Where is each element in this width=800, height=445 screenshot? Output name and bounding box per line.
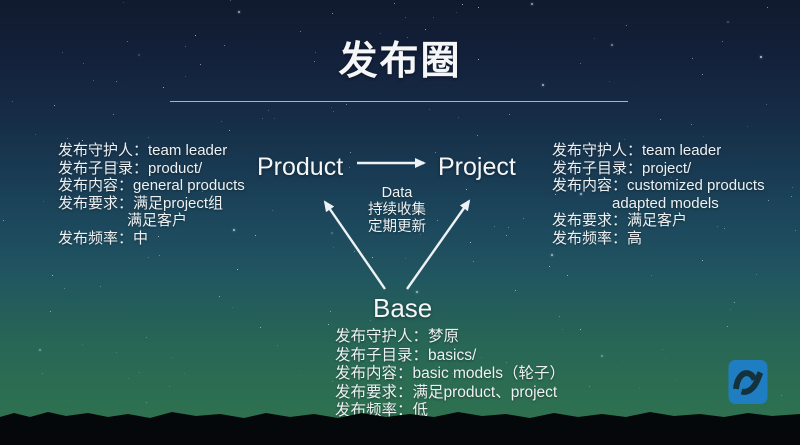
info-line: 发布内容：basic models（轮子） [335,365,565,384]
info-value: customized products [627,177,765,194]
info-line: 发布要求：满足project组 [58,195,245,213]
info-label: 发布内容： [58,177,134,194]
info-value: adapted models [612,194,719,212]
info-label: 发布子目录： [552,159,643,177]
info-line: 满足客户 [58,212,245,230]
info-line: 发布内容：customized products [552,177,765,195]
info-line: 发布要求：满足product、project [335,384,565,403]
info-label: 发布要求： [58,194,134,212]
info-line: adapted models [552,195,765,213]
node-product: Product [257,153,344,181]
info-label: 发布守护人： [335,328,429,345]
info-line: 发布子目录：basics/ [335,347,565,366]
info-line: 发布频率：高 [552,230,765,248]
info-value: basic models（轮子） [412,365,565,383]
info-value: product/ [148,159,203,177]
title-divider [170,101,628,102]
info-label: 发布要求： [335,383,413,401]
release-info-project: 发布守护人：team leader 发布子目录：project/ 发布内容：cu… [552,142,765,247]
info-value: 中 [133,229,149,247]
info-label: 发布子目录： [335,346,429,364]
info-line: 发布子目录：project/ [552,160,765,178]
info-label: 发布内容： [335,365,413,383]
page-title: 发布圈 [338,40,462,83]
wave-logo-icon [728,360,768,404]
info-line: 发布内容：general products [58,177,245,195]
data-flow-note: Data 持续收集 定期更新 [336,185,458,236]
info-value: 满足客户 [627,212,688,229]
info-value: team leader [148,142,228,159]
info-label: 发布要求： [552,212,628,229]
info-label: 发布守护人： [58,142,149,159]
info-value: team leader [642,142,722,159]
node-project: Project [438,153,516,181]
treeline-silhouette [0,412,800,445]
info-value: 高 [627,229,643,247]
data-flow-note-line: 持续收集 [368,202,426,218]
info-value: 满足project组 [133,194,224,212]
info-line: 发布频率：中 [58,230,245,248]
info-label: 发布子目录： [58,159,149,177]
info-label: 发布频率： [58,229,134,247]
info-line: 发布子目录：product/ [58,160,245,178]
info-label: 发布守护人： [552,142,643,159]
info-value: 满足product、project [412,383,558,401]
info-line: 发布要求：满足客户 [552,212,765,230]
data-flow-note-line: Data [381,185,413,201]
info-value: basics/ [428,346,477,364]
data-flow-note-line: 定期更新 [368,219,426,235]
info-value: project/ [642,159,692,177]
info-line: 发布守护人：team leader [58,142,245,160]
info-line: 发布守护人：梦原 [335,328,565,347]
info-value: 梦原 [428,328,460,345]
info-line: 发布守护人：team leader [552,142,765,160]
info-value: general products [133,177,245,194]
info-label: 发布内容： [552,177,628,194]
release-info-product: 发布守护人：team leader 发布子目录：product/ 发布内容：ge… [58,142,245,247]
node-base: Base [373,293,433,323]
info-value: 满足客户 [127,212,188,229]
info-label: 发布频率： [552,229,628,247]
